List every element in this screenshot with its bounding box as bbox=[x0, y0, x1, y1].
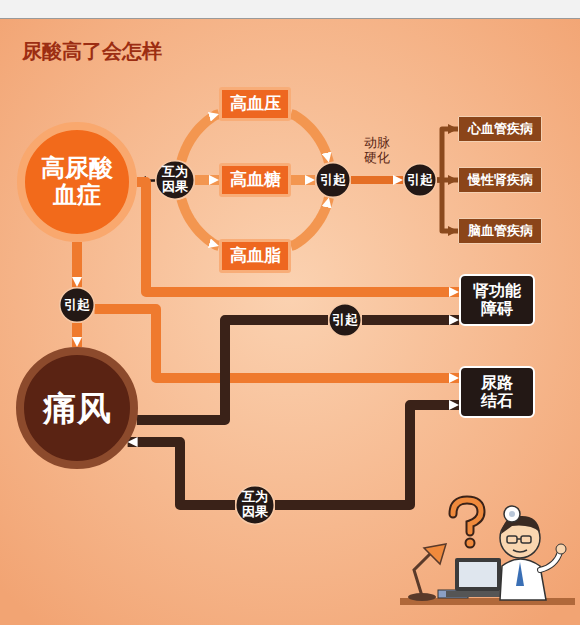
node-label: 慢性肾疾病 bbox=[468, 173, 533, 188]
node-text-group: 肾功能障碍 bbox=[472, 282, 522, 318]
question-mark-dot bbox=[466, 539, 475, 548]
arrow-connector bbox=[291, 175, 315, 185]
node-label: 引起 bbox=[332, 313, 358, 328]
node-outline bbox=[404, 164, 437, 197]
node-label: 脑血管疾病 bbox=[468, 224, 533, 239]
node-text-group: 引起 bbox=[332, 313, 358, 328]
cause-circle: 引起 bbox=[59, 287, 95, 323]
relation-circle: 互为因果 bbox=[235, 485, 275, 525]
disease-box: 心血管疾病 bbox=[458, 116, 542, 142]
doctor-mouth bbox=[513, 550, 527, 552]
node-outline bbox=[60, 288, 95, 323]
arrow-connector bbox=[195, 175, 219, 185]
arrow-connector bbox=[72, 323, 82, 347]
doctor-arm bbox=[540, 552, 560, 570]
cause-circle: 引起 bbox=[315, 162, 351, 198]
doctor-sleeve bbox=[540, 552, 560, 570]
arrow-connector bbox=[291, 198, 329, 246]
node-text-group: 慢性肾疾病 bbox=[468, 173, 533, 188]
top-strip bbox=[0, 0, 580, 18]
doctor-tie bbox=[516, 562, 524, 586]
condition-box: 高血脂 bbox=[219, 239, 291, 273]
node-label: 高尿酸血症 bbox=[39, 155, 115, 209]
arrow-connector bbox=[291, 114, 329, 162]
lamp-arm bbox=[414, 552, 432, 596]
node-label: 引起 bbox=[320, 173, 346, 188]
node-label: 痛风 bbox=[43, 389, 111, 427]
condition-box: 高血压 bbox=[219, 87, 291, 121]
cause-circle: 引起 bbox=[328, 303, 362, 337]
condition-circle: 高尿酸血症 bbox=[17, 122, 137, 242]
condition-box: 高血糖 bbox=[219, 163, 291, 197]
laptop-screen bbox=[455, 558, 501, 591]
arrow-connector bbox=[351, 176, 403, 184]
node-text-group: 互为因果 bbox=[241, 490, 269, 519]
node-text-group: 引起 bbox=[320, 173, 346, 188]
node-text-group: 高血糖 bbox=[230, 170, 281, 189]
outcome-box: 肾功能障碍 bbox=[459, 274, 535, 326]
node-text-group: 引起 bbox=[64, 298, 90, 313]
node-text-group: 痛风 bbox=[43, 389, 111, 427]
arrow-connector bbox=[275, 405, 459, 505]
doctor-illustration bbox=[400, 500, 575, 605]
doctor-hand bbox=[556, 544, 566, 554]
doctor-coat bbox=[500, 559, 546, 600]
head-mirror-center bbox=[509, 511, 515, 517]
arrow-connector bbox=[72, 242, 82, 287]
arrow-connector bbox=[137, 182, 459, 292]
glasses-left bbox=[507, 536, 517, 543]
laptop-display bbox=[459, 562, 497, 587]
node-label: 高血压 bbox=[230, 94, 281, 113]
node-label: 互为因果 bbox=[161, 165, 189, 194]
cause-circle: 引起 bbox=[403, 163, 437, 197]
glasses-right bbox=[521, 536, 531, 543]
node-label: 尿路结石 bbox=[480, 374, 514, 410]
node-text-group: 高血压 bbox=[230, 94, 281, 113]
arrow-connector bbox=[362, 315, 459, 325]
arrow-connector bbox=[181, 199, 219, 246]
node-label: 高血糖 bbox=[230, 170, 281, 189]
disease-box: 脑血管疾病 bbox=[458, 218, 542, 244]
node-label: 肾功能障碍 bbox=[472, 282, 522, 318]
node-text-group: 尿路结石 bbox=[480, 374, 514, 410]
arrow-connector bbox=[128, 442, 235, 505]
node-label: 引起 bbox=[407, 173, 433, 188]
node-text-group: 脑血管疾病 bbox=[468, 224, 533, 239]
node-outline bbox=[236, 486, 275, 525]
lamp-shade bbox=[424, 544, 446, 564]
panel bbox=[0, 19, 580, 625]
question-mark bbox=[453, 500, 481, 532]
relation-circle: 互为因果 bbox=[155, 160, 195, 200]
head-mirror bbox=[504, 506, 520, 522]
disease-box: 慢性肾疾病 bbox=[458, 167, 542, 193]
node-outline bbox=[156, 161, 195, 200]
edge-label: 动脉硬化 bbox=[363, 136, 391, 166]
diagram-title: 尿酸高了会怎样 bbox=[22, 38, 162, 65]
node-label: 高血脂 bbox=[230, 246, 281, 265]
arrow-connector bbox=[437, 180, 458, 231]
node-outline bbox=[316, 163, 351, 198]
top-rule bbox=[0, 18, 580, 19]
arrow-connector bbox=[181, 114, 219, 161]
node-label: 互为因果 bbox=[241, 490, 269, 519]
node-text-group: 互为因果 bbox=[161, 165, 189, 194]
node-label: 心血管疾病 bbox=[468, 122, 533, 137]
node-text-group: 心血管疾病 bbox=[468, 122, 533, 137]
glasses-bridge bbox=[517, 538, 521, 540]
arrow-connector bbox=[137, 320, 328, 420]
node-text-group: 高血脂 bbox=[230, 246, 281, 265]
node-outline bbox=[20, 351, 134, 465]
node-text-group: 高尿酸血症 bbox=[39, 155, 115, 209]
node-text-group: 引起 bbox=[407, 173, 433, 188]
node-label: 引起 bbox=[64, 298, 90, 313]
question-mark-outline bbox=[453, 500, 481, 532]
outcome-box: 尿路结石 bbox=[459, 366, 535, 418]
node-outline bbox=[329, 304, 362, 337]
arrow-connector bbox=[437, 129, 458, 180]
condition-circle: 痛风 bbox=[16, 347, 138, 469]
node-outline bbox=[21, 126, 133, 238]
